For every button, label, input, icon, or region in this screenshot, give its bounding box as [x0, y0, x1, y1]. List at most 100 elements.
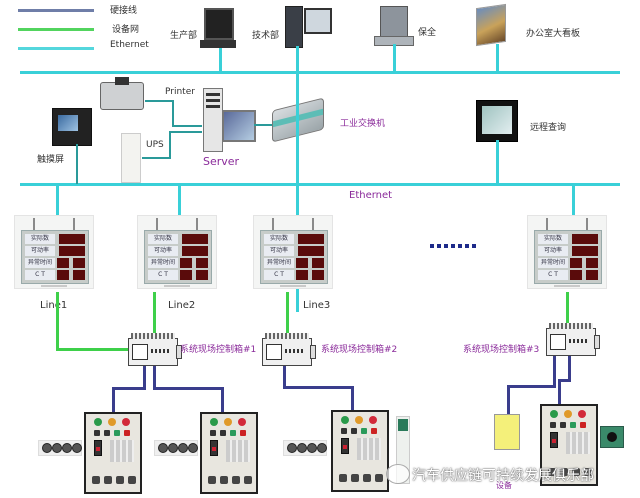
server-label: Server [203, 155, 240, 168]
remote-terminal-icon [476, 100, 518, 142]
control-box-label-3: 系统现场控制箱#3 [463, 345, 540, 355]
monitor-icon [304, 8, 332, 34]
board-row-label: 异常时间 [264, 258, 294, 268]
legend-ethernet-line [18, 47, 94, 50]
selector-knobs-3[interactable] [283, 440, 327, 456]
board-row-label: 实际数 [25, 234, 55, 244]
control-box-2[interactable] [262, 333, 316, 366]
touchscreen-icon [52, 108, 92, 146]
printer-link [145, 100, 173, 102]
line-label-2: Line2 [168, 300, 196, 311]
board-row-label: C T [264, 270, 294, 280]
keyboard-icon [200, 40, 236, 48]
ups-label: UPS [146, 140, 164, 150]
hardwire-3b-down [558, 379, 561, 405]
control-box-label-1: 系统现场控制箱#1 [180, 345, 257, 355]
large-display-icon [476, 3, 506, 47]
top-node-label: 办公室大看板 [526, 29, 581, 39]
board-row-label: 实际数 [264, 234, 294, 244]
line-label-1: Line1 [40, 300, 68, 311]
legend-devicenet-label: 设备网 [112, 25, 140, 35]
ethernet-drop [219, 48, 222, 72]
control-box-1[interactable] [128, 333, 182, 366]
laptop-icon [380, 6, 408, 38]
desktop-computer-icon [204, 8, 234, 40]
board-row-label: 可动率 [148, 246, 178, 256]
server-tower-icon [203, 88, 223, 152]
board-row-label: 可动率 [264, 246, 294, 256]
printer-label: Printer [165, 87, 195, 97]
printer-link [172, 100, 174, 126]
control-box-label-2: 系统现场控制箱#2 [321, 345, 398, 355]
devicenet-lineN-up [566, 292, 569, 328]
andon-board-line-n: 实际数 可动率 异常时间 C T [527, 215, 607, 289]
board-row-label: 实际数 [148, 234, 178, 244]
board-row-label: 可动率 [25, 246, 55, 256]
hardwire-1a [143, 366, 146, 388]
equipment-cabinet-icon [494, 414, 520, 450]
selector-knobs-1[interactable] [38, 440, 82, 456]
mid-ethernet-bus [20, 183, 620, 186]
hardwire-1b-h [153, 387, 223, 390]
hardwire-1b-down [221, 387, 224, 413]
touchscreen-link [76, 144, 78, 184]
ethernet-drop-line3 [572, 184, 575, 216]
hardwire-1b [153, 366, 156, 388]
server-switch-link [254, 124, 274, 126]
board-row-label: C T [538, 270, 568, 280]
operator-panel-1[interactable] [84, 412, 142, 494]
board-row-label: 异常时间 [148, 258, 178, 268]
hardwire-3a-down [507, 385, 510, 417]
more-lines-ellipsis [430, 244, 478, 248]
switch-label: 工业交换机 [340, 119, 386, 129]
operator-panel-4[interactable] [540, 404, 598, 486]
andon-board-line1: 实际数 可动率 异常时间 C T [14, 215, 94, 289]
control-box-3[interactable] [546, 323, 600, 356]
ups-link [169, 131, 202, 133]
operator-panel-3[interactable] [331, 410, 389, 492]
ups-icon [121, 133, 141, 183]
devicenet-line1-up [56, 292, 59, 350]
remote-link [496, 140, 499, 184]
ups-link [142, 157, 170, 159]
ethernet-drop [496, 44, 499, 72]
hardwire-1a-h [112, 387, 146, 390]
board-row-label: 异常时间 [538, 258, 568, 268]
hardwire-3a-h [507, 385, 556, 388]
hardwire-2 [283, 366, 286, 388]
board-row-label: C T [148, 270, 178, 280]
printer-link [172, 125, 202, 127]
server-monitor-icon [222, 110, 256, 142]
ethernet-bus-label: Ethernet [349, 190, 393, 201]
watermark-text: 汽车供应链可持续发展俱乐部 [412, 468, 594, 484]
legend-ethernet-label: Ethernet [110, 40, 149, 50]
devicenet-line2-up [153, 292, 156, 336]
wechat-icon [386, 464, 410, 484]
board-row-label: C T [25, 270, 55, 280]
touchscreen-label: 触摸屏 [37, 155, 65, 165]
devicenet-line1-h [56, 348, 130, 351]
remote-query-label: 远程查询 [530, 123, 567, 133]
top-ethernet-bus [20, 71, 620, 74]
board-row-label: 实际数 [538, 234, 568, 244]
hardwire-3b-h [558, 379, 571, 382]
hardwire-3a [553, 356, 556, 386]
selector-knobs-2[interactable] [154, 440, 198, 456]
hardwire-2-h [283, 386, 353, 389]
board-row-label: 可动率 [538, 246, 568, 256]
ethernet-drop-line2 [178, 184, 181, 216]
top-node-label: 技术部 [252, 31, 280, 41]
legend-devicenet-line [18, 28, 94, 31]
equipment-label: 设备 [496, 481, 512, 490]
workstation-icon [285, 6, 303, 48]
ups-link [169, 131, 171, 159]
top-node-label: 保全 [418, 28, 437, 38]
ethernet-drop [393, 44, 396, 72]
legend-hardwire-label: 硬接线 [110, 6, 138, 16]
operator-panel-2[interactable] [200, 412, 258, 494]
andon-board-line3: 实际数 可动率 异常时间 C T [253, 215, 333, 289]
legend-hardwire-line [18, 9, 94, 12]
devicenet-line3-up [286, 292, 289, 336]
switch-backbone [296, 72, 299, 312]
board-row-label: 异常时间 [25, 258, 55, 268]
